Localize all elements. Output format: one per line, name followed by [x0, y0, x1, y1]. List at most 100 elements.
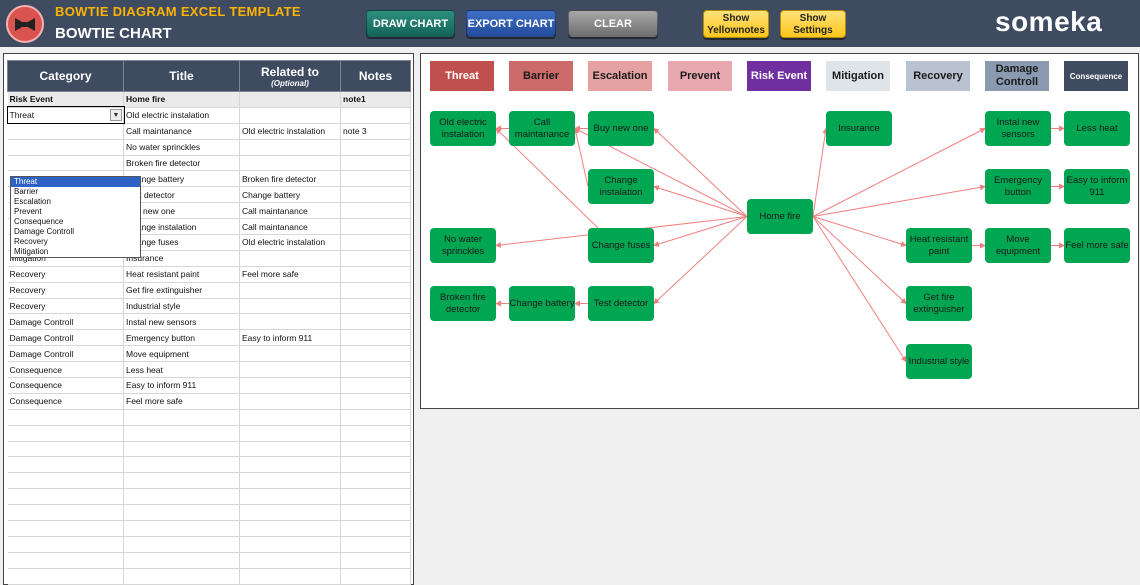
cell-related[interactable] — [239, 552, 341, 569]
cell-title[interactable]: Easy to inform 911 — [123, 377, 240, 394]
cell-notes[interactable] — [340, 155, 411, 172]
cell-title[interactable]: No water sprinckles — [123, 139, 240, 156]
cell-related[interactable] — [239, 345, 341, 363]
cell-category[interactable]: Threat▼ — [6, 106, 125, 125]
cell-notes[interactable]: note1 — [340, 91, 411, 108]
clear-button[interactable]: CLEAR — [568, 10, 658, 37]
node-broken-fire[interactable]: Broken fire detector — [430, 286, 496, 321]
cell-category[interactable]: Damage Controll — [7, 329, 124, 347]
cell-notes[interactable] — [340, 107, 411, 124]
cell-category[interactable]: Consequence — [7, 393, 124, 410]
cell-category[interactable]: Damage Controll — [7, 345, 124, 363]
cell-title[interactable]: Less heat — [123, 361, 240, 379]
cell-title[interactable] — [123, 504, 240, 522]
dropdown-option[interactable]: Prevent — [14, 207, 42, 216]
cell-notes[interactable] — [340, 488, 411, 506]
cell-notes[interactable] — [340, 139, 411, 156]
cell-category[interactable] — [7, 520, 124, 537]
cell-title[interactable]: Broken fire detector — [123, 155, 240, 172]
cell-title[interactable] — [123, 409, 240, 426]
cell-notes[interactable] — [340, 504, 411, 522]
dropdown-option[interactable]: Consequence — [14, 217, 64, 226]
cell-title[interactable]: Instal new sensors — [123, 313, 240, 331]
cell-notes[interactable] — [340, 186, 411, 204]
node-feel-safe[interactable]: Feel more safe — [1064, 228, 1130, 263]
node-no-water[interactable]: No water sprinckles — [430, 228, 496, 263]
cell-related[interactable]: Old electric instalation — [239, 123, 341, 140]
node-change-battery[interactable]: Change battery — [509, 286, 575, 321]
cell-related[interactable] — [239, 504, 341, 522]
cell-related[interactable] — [239, 377, 341, 394]
cell-category[interactable]: Risk Event — [7, 91, 124, 108]
cell-category[interactable] — [7, 139, 124, 156]
cell-title[interactable]: Home fire — [123, 91, 240, 108]
node-get-ext[interactable]: Get fire extinguisher — [906, 286, 972, 321]
cell-notes[interactable] — [340, 345, 411, 363]
node-change-inst[interactable]: Change instalation — [588, 169, 654, 204]
cell-category[interactable] — [7, 472, 124, 490]
cell-title[interactable]: Heat resistant paint — [123, 266, 240, 283]
node-test-detector[interactable]: Test detector — [588, 286, 654, 321]
node-less-heat[interactable]: Less heat — [1064, 111, 1130, 146]
cell-title[interactable]: Emergency button — [123, 329, 240, 347]
cell-title[interactable] — [123, 536, 240, 553]
node-buy-new[interactable]: Buy new one — [588, 111, 654, 146]
cell-related[interactable]: Old electric instalation — [239, 234, 341, 251]
cell-related[interactable]: Feel more safe — [239, 266, 341, 283]
cell-notes[interactable] — [340, 313, 411, 331]
cell-related[interactable] — [239, 456, 341, 474]
cell-title[interactable]: Buy new one — [123, 202, 240, 220]
cell-related[interactable] — [239, 313, 341, 331]
cell-category[interactable] — [7, 456, 124, 474]
draw-chart-button[interactable]: DRAW CHART — [366, 10, 455, 37]
cell-title[interactable]: Call maintanance — [123, 123, 240, 140]
dropdown-option[interactable]: Mitigation — [14, 247, 49, 256]
cell-related[interactable] — [239, 361, 341, 379]
cell-related[interactable] — [239, 425, 341, 442]
cell-category[interactable]: Recovery — [7, 282, 124, 299]
cell-category[interactable] — [7, 155, 124, 172]
cell-category[interactable] — [7, 441, 124, 458]
dropdown-option[interactable]: Barrier — [14, 187, 39, 196]
dropdown-option[interactable]: Recovery — [14, 237, 48, 246]
cell-related[interactable] — [239, 568, 341, 585]
cell-related[interactable] — [239, 107, 341, 124]
cell-category[interactable]: Consequence — [7, 377, 124, 394]
cell-category[interactable]: Consequence — [7, 361, 124, 379]
cell-notes[interactable] — [340, 536, 411, 553]
cell-category[interactable]: Recovery — [7, 298, 124, 315]
cell-notes[interactable] — [340, 472, 411, 490]
cell-title[interactable]: Old electric instalation — [123, 107, 240, 124]
cell-category[interactable] — [7, 504, 124, 522]
cell-related[interactable] — [239, 250, 341, 267]
cell-related[interactable] — [239, 139, 341, 156]
cell-category[interactable] — [7, 488, 124, 506]
cell-category[interactable]: Damage Controll — [7, 313, 124, 331]
cell-category[interactable] — [7, 536, 124, 553]
cell-related[interactable] — [239, 536, 341, 553]
cell-title[interactable]: Change fuses — [123, 234, 240, 251]
cell-title[interactable]: Change battery — [123, 170, 240, 188]
cell-notes[interactable] — [340, 409, 411, 426]
cell-title[interactable] — [123, 425, 240, 442]
show-yellownotes-button[interactable]: Show Yellownotes — [703, 10, 769, 38]
cell-notes[interactable] — [340, 218, 411, 236]
node-call-maint[interactable]: Call maintanance — [509, 111, 575, 146]
node-home-fire[interactable]: Home fire — [747, 199, 813, 234]
cell-title[interactable]: Test detector — [123, 186, 240, 204]
cell-notes[interactable] — [340, 377, 411, 394]
cell-related[interactable]: Easy to inform 911 — [239, 329, 341, 347]
dropdown-arrow-icon[interactable]: ▼ — [110, 108, 122, 121]
dropdown-option[interactable]: Threat — [11, 177, 140, 187]
cell-notes[interactable] — [340, 568, 411, 585]
cell-related[interactable] — [239, 282, 341, 299]
cell-notes[interactable] — [340, 202, 411, 220]
cell-notes[interactable] — [340, 282, 411, 299]
cell-title[interactable] — [123, 441, 240, 458]
cell-notes[interactable] — [340, 234, 411, 251]
dropdown-option[interactable]: Damage Controll — [14, 227, 75, 236]
cell-title[interactable]: Change instalation — [123, 218, 240, 236]
cell-related[interactable] — [239, 488, 341, 506]
node-instal-sensors[interactable]: Instal new sensors — [985, 111, 1051, 146]
